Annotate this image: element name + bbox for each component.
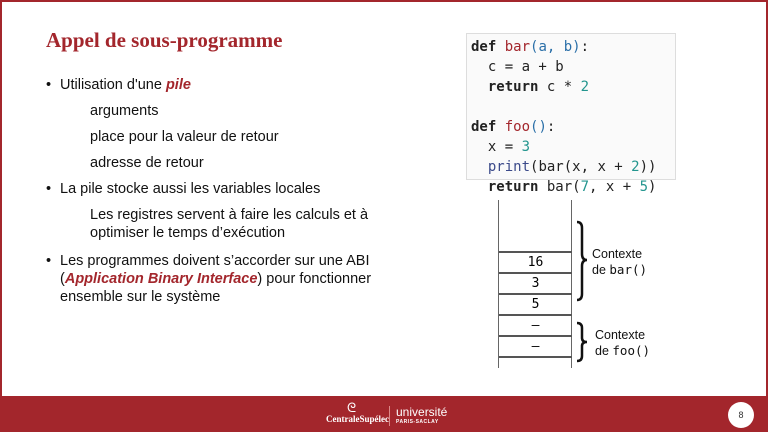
stack-cell: – bbox=[499, 335, 572, 356]
sub-item: adresse de retour bbox=[90, 155, 204, 171]
bullet-stack: Utilisation d'une pile bbox=[46, 76, 376, 94]
page-number: 8 bbox=[728, 402, 754, 428]
emphasis: pile bbox=[165, 77, 191, 93]
bullet-text: Les programmes doivent s’accorder sur un… bbox=[60, 253, 370, 287]
bullet-locals: La pile stocke aussi les variables local… bbox=[46, 180, 376, 198]
paris-saclay-logo: PARIS-SACLAY bbox=[396, 419, 439, 425]
stack-cell: 3 bbox=[499, 272, 572, 293]
bullet-abi: Les programmes doivent s’accorder sur un… bbox=[46, 252, 376, 306]
slide-title: Appel de sous-programme bbox=[46, 28, 283, 52]
sub-item: arguments bbox=[90, 103, 159, 119]
stack-cell: – bbox=[499, 314, 572, 335]
centralesupelec-logo: CentraleSupélec bbox=[326, 414, 389, 424]
stack-cell: 16 bbox=[499, 251, 572, 272]
emphasis: Application Binary Interface bbox=[64, 271, 258, 287]
bullet-list: Utilisation d'une pile arguments place p… bbox=[46, 76, 376, 314]
stack-cell-empty bbox=[499, 356, 572, 368]
stack-cell: 5 bbox=[499, 293, 572, 314]
code-block: def bar(a, b): c = a + b return c * 2 de… bbox=[466, 33, 676, 195]
centralesupelec-logo-icon: ᘓ bbox=[347, 400, 357, 415]
divider bbox=[389, 406, 390, 426]
footer: ᘓ CentraleSupélec université PARIS-SACLA… bbox=[0, 396, 768, 432]
bullet-text: Utilisation d'une bbox=[60, 77, 166, 93]
sub-item: place pour la valeur de retour bbox=[90, 129, 279, 145]
bullet-text: ) pour fonctionner ensemble sur le systè… bbox=[60, 271, 372, 305]
universite-logo: université bbox=[396, 405, 448, 419]
stack-diagram: 16 3 5 – – bbox=[498, 200, 572, 368]
brace-icon bbox=[576, 220, 588, 363]
sub-item: Les registres servent à faire les calcul… bbox=[90, 207, 369, 241]
